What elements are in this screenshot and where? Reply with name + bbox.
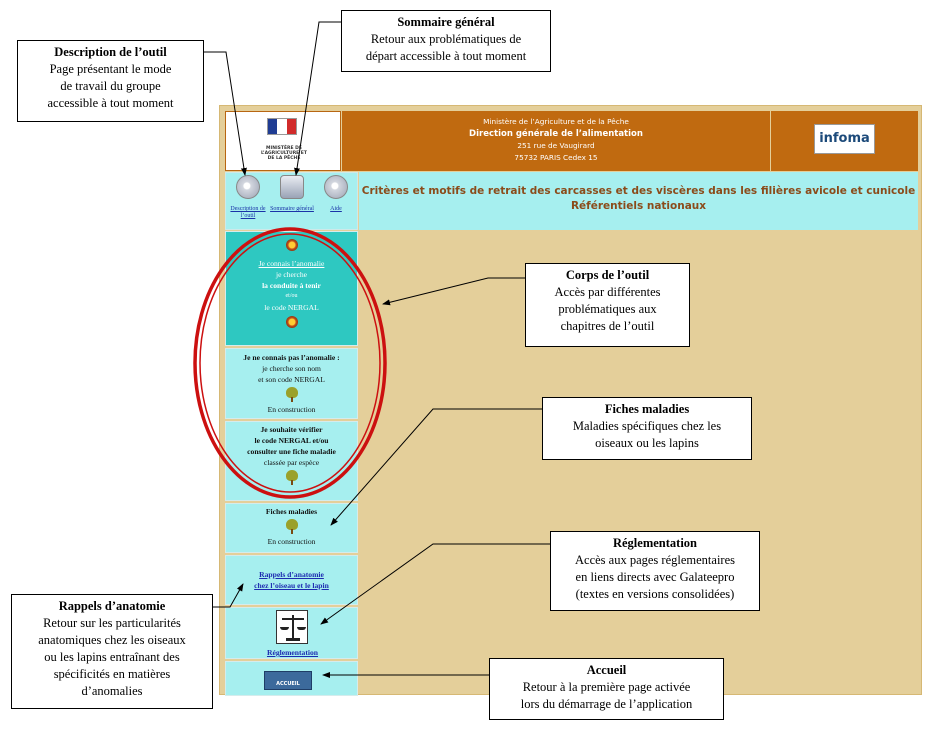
tree-icon — [285, 519, 299, 534]
partner-logo-area: infoma — [771, 111, 918, 171]
callout-body: Accès par différentes problématiques aux… — [554, 285, 661, 333]
fiches-label: Fiches maladies — [265, 507, 318, 516]
callout-title: Rappels d’anatomie — [58, 599, 166, 613]
header-street: 251 rue de Vaugirard — [517, 141, 595, 150]
ministry-logo: MINISTÈRE DE L’AGRICULTURE ET DE LA PÊCH… — [225, 111, 341, 171]
callout-fiches: Fiches maladies Maladies spécifiques che… — [542, 397, 752, 460]
callout-body: Retour sur les particularités anatomique… — [38, 616, 186, 698]
french-flag-icon — [267, 118, 297, 135]
reglementation-link[interactable]: Réglementation — [266, 648, 319, 657]
conduite-text: la conduite à tenir — [262, 281, 321, 290]
nom-status: En construction — [267, 405, 316, 414]
tree-icon — [285, 470, 299, 485]
header-ministry: Ministère de l’Agriculture et de la Pêch… — [483, 117, 629, 126]
cd-icon — [236, 175, 260, 199]
callout-title: Sommaire général — [397, 15, 495, 29]
page-title: Critères et motifs de retrait des carcas… — [359, 172, 918, 230]
callout-sommaire: Sommaire général Retour aux problématiqu… — [341, 10, 551, 72]
callout-rappels: Rappels d’anatomie Retour sur les partic… — [11, 594, 213, 709]
conduite-text: et/ou — [285, 293, 298, 299]
nom-text: et son code NERGAL — [258, 375, 325, 384]
callout-title: Description de l’outil — [54, 45, 167, 59]
callout-body: Maladies spécifiques chez les oiseaux ou… — [572, 419, 722, 450]
callout-title: Accueil — [586, 663, 627, 677]
callout-corps: Corps de l’outil Accès par différentes p… — [525, 263, 690, 347]
tree-icon — [285, 387, 299, 402]
sidebar-item-fiches[interactable]: Fiches maladies En construction — [225, 503, 358, 553]
infoma-logo: infoma — [814, 124, 875, 154]
verifier-text: Je souhaite vérifier — [260, 425, 323, 434]
callout-body: Accès aux pages réglementaires en liens … — [575, 553, 735, 601]
sidebar-item-verifier[interactable]: Je souhaite vérifier le code NERGAL et/o… — [225, 421, 358, 501]
verifier-text: consulter une fiche maladie — [247, 447, 336, 456]
description-label: Description de l’outil — [230, 206, 266, 219]
title-line: Critères et motifs de retrait des carcas… — [361, 185, 916, 197]
top-nav: Description de l’outil Sommaire général … — [225, 172, 358, 230]
callout-accueil: Accueil Retour à la première page activé… — [489, 658, 724, 720]
sidebar-item-reglementation[interactable]: Réglementation — [225, 607, 358, 659]
callout-body: Page présentant le mode de travail du gr… — [47, 62, 174, 110]
description-button[interactable]: Description de l’outil — [226, 173, 270, 231]
aide-button[interactable]: Aide — [314, 173, 358, 231]
conduite-text: le code NERGAL — [264, 303, 319, 312]
verifier-text: classée par espèce — [263, 458, 320, 467]
calendar-icon — [280, 175, 304, 199]
ministry-logo-text: MINISTÈRE DE L’AGRICULTURE ET DE LA PÊCH… — [261, 146, 307, 161]
sidebar-item-nom[interactable]: Je ne connais pas l’anomalie : je cherch… — [225, 348, 358, 419]
callout-body: Retour à la première page activée lors d… — [520, 680, 693, 711]
help-icon — [324, 175, 348, 199]
fiches-status: En construction — [267, 537, 316, 546]
sidebar-item-conduite[interactable]: Je connais l’anomalie je cherche la cond… — [225, 231, 358, 346]
sidebar-item-rappels[interactable]: Rappels d’anatomie chez l’oiseau et le l… — [225, 555, 358, 605]
sommaire-button[interactable]: Sommaire général — [270, 173, 314, 231]
header-city: 75732 PARIS Cedex 15 — [514, 153, 598, 162]
callout-description: Description de l’outil Page présentant l… — [17, 40, 204, 122]
callout-title: Réglementation — [612, 536, 697, 550]
sidebar-item-accueil: ACCUEIL — [225, 661, 358, 696]
callout-reglementation: Réglementation Accès aux pages réglement… — [550, 531, 760, 611]
header-address: Ministère de l’Agriculture et de la Pêch… — [342, 111, 770, 171]
accueil-button[interactable]: ACCUEIL — [264, 671, 312, 690]
nom-text: Je ne connais pas l’anomalie : — [243, 353, 340, 362]
conduite-text: je cherche — [276, 270, 307, 279]
nom-text: je cherche son nom — [262, 364, 321, 373]
callout-body: Retour aux problématiques de départ acce… — [365, 32, 527, 63]
sommaire-label: Sommaire général — [270, 206, 314, 212]
verifier-text: le code NERGAL et/ou — [254, 436, 329, 445]
header-direction: Direction générale de l’alimentation — [469, 129, 643, 139]
subtitle-line: Référentiels nationaux — [570, 200, 707, 212]
aide-label: Aide — [330, 206, 342, 212]
bullet-icon — [285, 239, 298, 251]
scales-icon — [276, 610, 308, 644]
rappels-link[interactable]: Rappels d’anatomie — [259, 570, 324, 579]
callout-title: Fiches maladies — [604, 402, 690, 416]
bullet-icon — [285, 316, 298, 328]
callout-title: Corps de l’outil — [565, 268, 650, 282]
rappels-link[interactable]: chez l’oiseau et le lapin — [254, 581, 329, 590]
conduite-link[interactable]: Je connais l’anomalie — [258, 259, 325, 268]
